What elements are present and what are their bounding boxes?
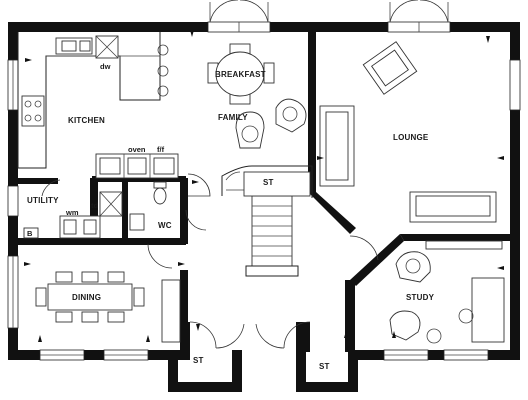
tumble-dryer-label: td	[91, 201, 98, 210]
lounge-label: LOUNGE	[393, 133, 429, 142]
elevation-markers	[24, 30, 504, 342]
kitchen-units	[17, 32, 169, 169]
family-label: FAMILY	[218, 113, 248, 122]
internal-walls	[8, 32, 510, 352]
dining-label: DINING	[72, 293, 101, 302]
top-french-doors-left	[207, 0, 271, 33]
boiler-label: B	[27, 229, 33, 238]
utility-fixtures	[23, 181, 167, 239]
oven-label: oven	[128, 145, 146, 154]
washing-machine-label: wm	[65, 208, 79, 217]
wc-label: WC	[158, 221, 172, 230]
study-label: STUDY	[406, 293, 435, 302]
kitchen-label: KITCHEN	[68, 116, 105, 125]
dining-table	[35, 271, 181, 343]
study-furniture	[389, 240, 505, 344]
door-swings	[41, 173, 379, 349]
room-labels: KITCHEN FAMILY BREAKFAST LOUNGE UTILITY …	[27, 62, 435, 371]
lounge-furniture	[319, 41, 497, 223]
family-armchairs	[235, 98, 307, 149]
store-left-label: ST	[193, 356, 204, 365]
fridge-freezer-label: f/f	[157, 145, 165, 154]
top-french-doors-right	[387, 0, 451, 33]
store-right-label: ST	[319, 362, 330, 371]
store-stairs-label: ST	[263, 178, 274, 187]
staircase	[221, 165, 313, 277]
utility-label: UTILITY	[27, 196, 59, 205]
breakfast-table	[207, 43, 275, 105]
windows	[7, 59, 521, 361]
dishwasher-label: dw	[100, 62, 111, 71]
oven-fridge-block	[95, 153, 179, 179]
breakfast-label: BREAKFAST	[215, 70, 266, 79]
